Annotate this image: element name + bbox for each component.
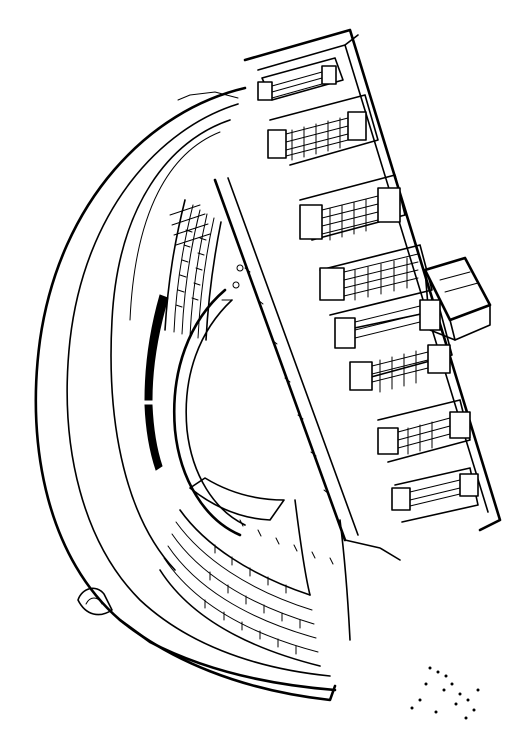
orchestra-circle [172,288,285,537]
shadowed-gallery [144,204,211,471]
column-group-5 [334,299,451,393]
column-group-3 [299,187,401,241]
stage-front-edge [213,177,401,561]
central-portal-block [423,256,492,341]
column-group-2 [267,111,367,161]
column-group-1 [257,65,337,101]
column-group-6 [377,411,471,455]
stipple-texture [410,666,480,720]
outer-wall [34,86,337,702]
column-group-7 [391,473,479,511]
lower-seating-rows [159,499,351,667]
upper-seating-rows [164,199,222,341]
column-group-4 [319,253,419,301]
